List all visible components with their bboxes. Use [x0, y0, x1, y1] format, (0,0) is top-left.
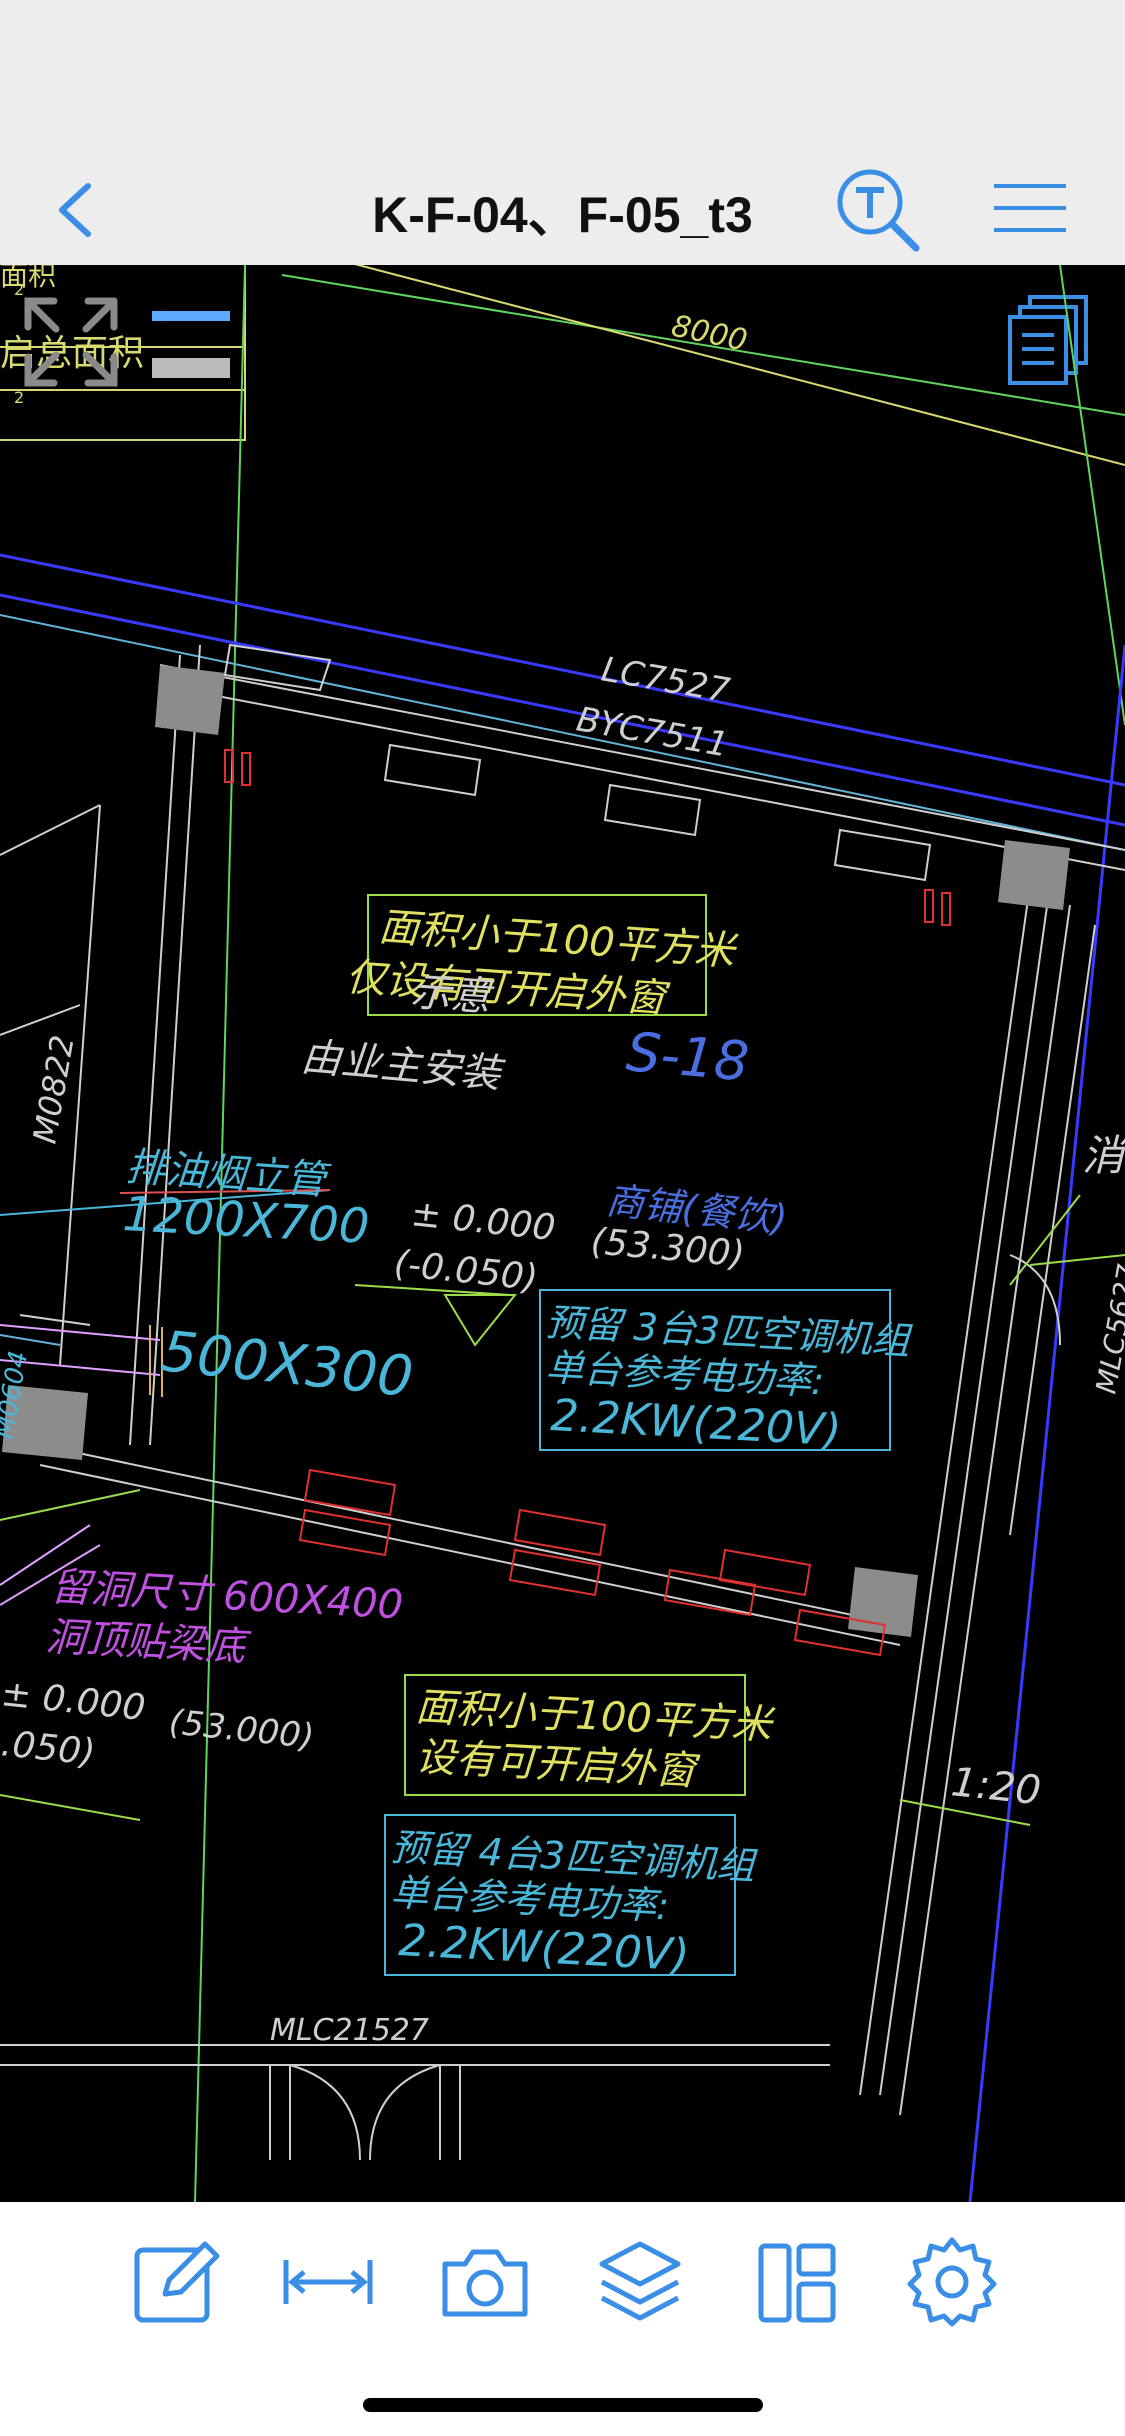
- fullscreen-icon[interactable]: [24, 297, 118, 387]
- cad-drawing: 面积 启总面积 2 2: [0, 265, 1125, 2202]
- legend-line-gray: [152, 358, 230, 378]
- legend-box: 面积 启总面积 2 2: [0, 265, 246, 441]
- navigation-bar: K-F-04、F-05_t3: [0, 150, 1125, 265]
- edit-button[interactable]: [120, 2227, 230, 2337]
- room-code: S-18: [624, 1020, 752, 1093]
- dimension-8000: 8000: [668, 309, 750, 359]
- settings-button[interactable]: [897, 2227, 1007, 2337]
- left-area: (53.000): [167, 1702, 316, 1757]
- edit-icon: [134, 2241, 220, 2323]
- legend-text-2: 启总面积: [0, 333, 144, 374]
- columns: [2, 665, 1070, 1637]
- home-indicator[interactable]: [363, 2398, 763, 2412]
- note-schematic: 示意: [409, 969, 496, 1021]
- floor-level-sub: (-0.050): [392, 1243, 540, 1299]
- ac-outdoor-units: [223, 643, 932, 882]
- text-search-icon: [837, 169, 920, 252]
- legend-sup-2: 2: [14, 388, 24, 407]
- camera-button[interactable]: [430, 2227, 540, 2337]
- label-lc7527: LC7527: [598, 649, 733, 711]
- status-bar-area: [0, 0, 1125, 150]
- left-level: ± 0.000: [0, 1673, 147, 1729]
- floor-level: ± 0.000: [409, 1193, 557, 1249]
- label-byc7511: BYC7511: [573, 699, 731, 765]
- flue-underline: [119, 1189, 331, 1194]
- legend-sup-1: 2: [14, 280, 24, 299]
- duct: [0, 1324, 161, 1606]
- duct-size: 500X300: [159, 1319, 417, 1410]
- flue-leader: [0, 1189, 331, 1216]
- legend-line-blue: [152, 311, 230, 321]
- note-owner-install: 由业主安装: [299, 1034, 507, 1098]
- measure-button[interactable]: [273, 2227, 383, 2337]
- ac-units-lower: [224, 749, 951, 1657]
- duct-ends: [149, 1325, 163, 1397]
- flue-size: 1200X700: [121, 1186, 370, 1255]
- annotation-boxes: [367, 894, 891, 1976]
- chevron-left-icon: [59, 183, 91, 237]
- label-m0822: M0822: [25, 1032, 81, 1146]
- layout-button[interactable]: [742, 2227, 852, 2337]
- settings-icon: [907, 2237, 997, 2327]
- leader-lines: [0, 1194, 1125, 1826]
- layout-icon: [758, 2243, 836, 2323]
- legend-text-1: 面积: [0, 265, 56, 292]
- layers-icon: [599, 2241, 681, 2321]
- menu-button[interactable]: [990, 168, 1070, 248]
- label-mlc21527: MLC21527: [270, 2013, 429, 2048]
- scale-label: 1:20: [949, 1759, 1043, 1814]
- left-level-sub: .050): [0, 1723, 97, 1774]
- label-mlc5627: MLC5627: [1089, 1262, 1125, 1396]
- drawing-labels: LC7527 BYC7511 面积小于100平方米 仅设有可开启外窗 示意 由业…: [0, 649, 1125, 2048]
- right-fire-label: 消: [1082, 1131, 1125, 1180]
- cad-drawing-canvas[interactable]: 面积 启总面积 2 2: [0, 265, 1125, 2202]
- page-title: K-F-04、F-05_t3: [372, 187, 753, 243]
- hole-note: 洞顶贴梁底: [44, 1614, 252, 1671]
- walls: [0, 644, 1125, 2161]
- note-area-2-line2: 设有可开启外窗: [414, 1734, 701, 1795]
- measure-icon: [283, 2260, 373, 2304]
- camera-icon: [442, 2249, 528, 2317]
- hamburger-menu-icon: [994, 184, 1066, 232]
- text-search-button[interactable]: [828, 160, 928, 260]
- layers-button[interactable]: [585, 2227, 695, 2337]
- grid-lines: [0, 265, 1125, 2202]
- back-button[interactable]: [40, 170, 120, 250]
- bottom-toolbar: [0, 2202, 1125, 2436]
